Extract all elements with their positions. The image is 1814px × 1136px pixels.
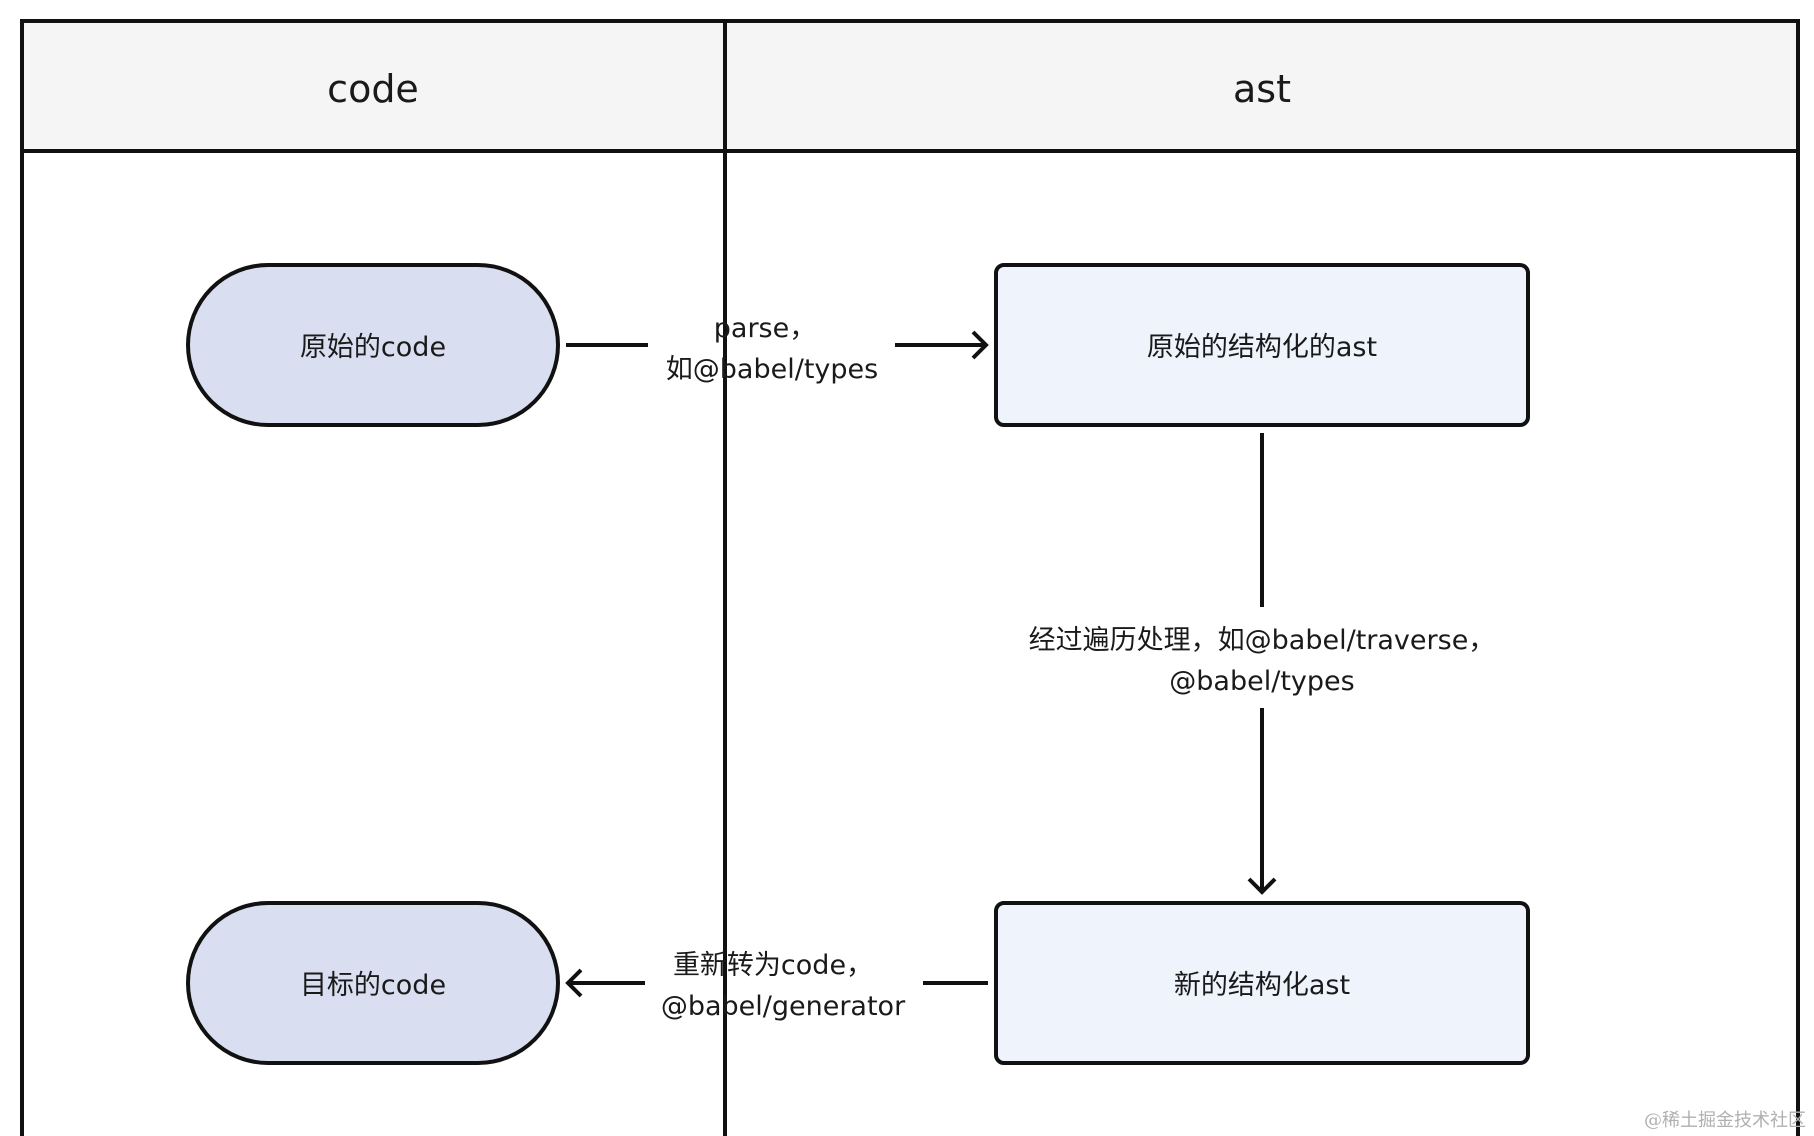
lane-header-ast (723, 19, 1800, 153)
watermark: @稀土掘金技术社区 (1644, 1110, 1806, 1131)
node-target-code (186, 901, 560, 1065)
node-original-code (186, 263, 560, 427)
lane-header-code-label: code (327, 67, 419, 111)
edge-parse-label-line2: 如@babel/types (666, 354, 878, 385)
node-original-code-label: 原始的code (300, 332, 446, 363)
edge-generate-label-line1: 重新转为code， (673, 950, 873, 981)
node-original-ast-label: 原始的结构化的ast (1147, 332, 1377, 363)
edge-traverse-label-line2: @babel/types (1169, 666, 1354, 697)
lane-header-code (20, 19, 727, 153)
edge-generate-label-line2: @babel/generator (661, 991, 906, 1022)
edge-parse-label-line1: parse， (714, 313, 816, 344)
lane-header-ast-label: ast (1233, 67, 1291, 111)
node-new-ast (994, 901, 1530, 1065)
edge-generate-arrowhead (565, 968, 583, 998)
node-new-ast-label: 新的结构化ast (1174, 970, 1350, 1001)
edge-traverse-label-line1: 经过遍历处理，如@babel/traverse， (1029, 625, 1496, 656)
node-target-code-label: 目标的code (300, 970, 446, 1001)
edge-traverse-arrowhead (1247, 877, 1277, 895)
node-original-ast (994, 263, 1530, 427)
edge-parse-arrowhead (971, 330, 989, 360)
